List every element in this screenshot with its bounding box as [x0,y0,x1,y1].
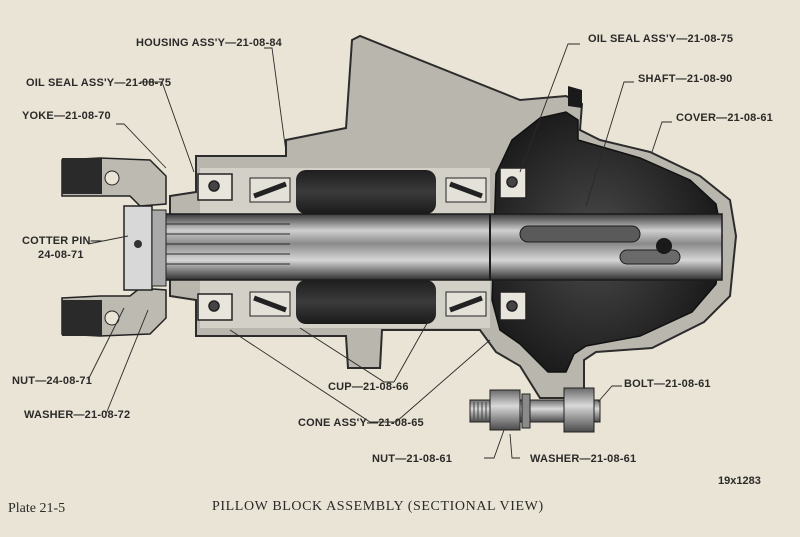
label-bolt: BOLT—21-08-61 [624,378,711,390]
label-cup: CUP—21-08-66 [328,381,409,393]
label-cone: CONE ASS'Y—21-08-65 [298,417,424,429]
label-oil-seal-right: OIL SEAL ASS'Y—21-08-75 [588,33,733,45]
bearing-spacer-lower [296,280,436,324]
plate-number: Plate 21-5 [8,501,65,516]
label-nut-left: NUT—24-08-71 [12,375,92,387]
label-yoke: YOKE—21-08-70 [22,110,111,122]
left-nut-washer [123,205,167,291]
oil-seal-right [499,167,527,321]
bearing-right-upper [445,177,487,203]
shaft [125,213,723,281]
label-washer-bottom: WASHER—21-08-61 [530,453,636,465]
bearing-spacer [296,170,436,214]
yoke [61,157,167,337]
bearing-left-lower [249,291,291,317]
label-cover: COVER—21-08-61 [676,112,773,124]
label-housing: HOUSING ASS'Y—21-08-84 [136,37,283,49]
figure-title: PILLOW BLOCK ASSEMBLY (SECTIONAL VIEW) [212,499,544,514]
label-shaft: SHAFT—21-08-90 [638,73,733,85]
figure-code: 19x1283 [718,475,761,487]
label-cotter-pin: COTTER PIN— [22,235,102,247]
label-oil-seal-left: OIL SEAL ASS'Y—21-08-75 [26,77,171,89]
leader-lines [87,43,672,459]
bearing-right-lower [445,291,487,317]
bearing-left-upper [249,177,291,203]
label-nut-bottom: NUT—21-08-61 [372,453,452,465]
label-cotter-pin-number: 24-08-71 [38,249,84,261]
oil-seal-left [197,173,233,321]
bottom-bolt [469,387,601,433]
label-washer-left: WASHER—21-08-72 [24,409,130,421]
